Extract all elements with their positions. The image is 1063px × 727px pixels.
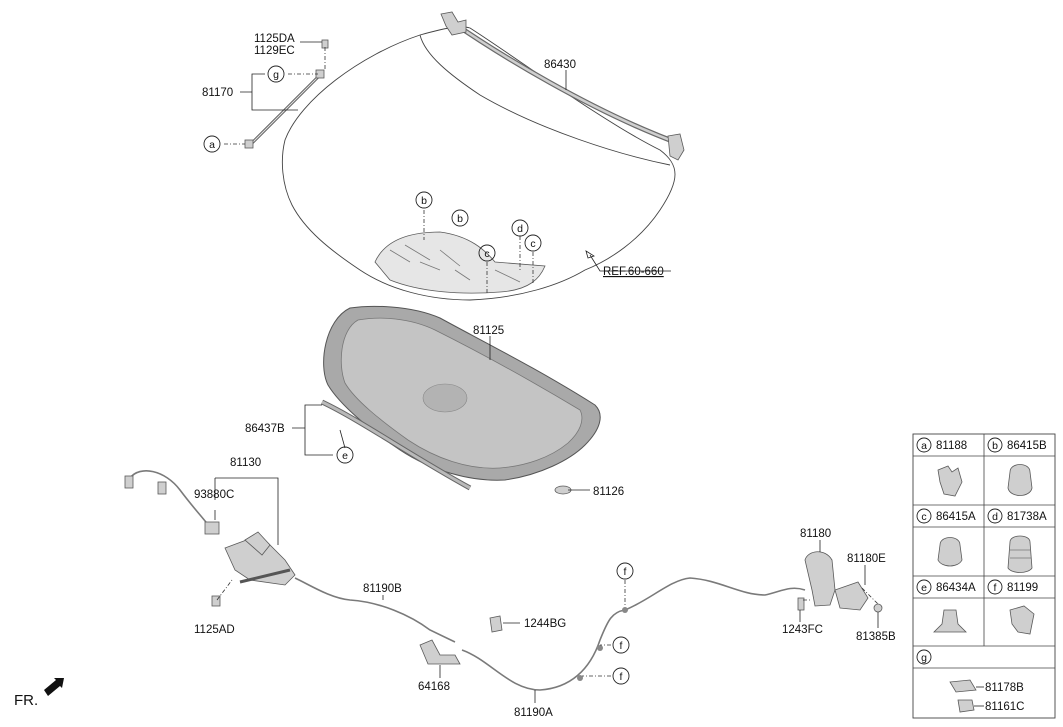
svg-text:a: a [921, 440, 927, 452]
callout-b-2: b [451, 209, 469, 227]
label-81125: 81125 [473, 325, 504, 337]
label-81170: 81170 [202, 87, 233, 99]
svg-text:81161C: 81161C [985, 701, 1024, 713]
svg-text:g: g [273, 69, 279, 81]
clip-1244BG [489, 615, 503, 633]
label-64168: 64168 [418, 681, 450, 693]
callout-f-2: f [612, 636, 630, 654]
label-81190A: 81190A [514, 707, 553, 719]
label-81130: 81130 [230, 457, 261, 469]
label-86430: 86430 [544, 59, 576, 71]
bracket-64168 [419, 639, 461, 665]
svg-text:c: c [921, 511, 926, 523]
front-arrow-icon [44, 678, 64, 696]
svg-text:d: d [992, 511, 998, 523]
label-1244BG: 1244BG [524, 618, 566, 630]
svg-text:86415A: 86415A [936, 511, 976, 523]
callout-f-1: f [616, 562, 634, 580]
svg-text:81178B: 81178B [985, 682, 1024, 694]
legend-cell-b: b 86415B [987, 437, 1047, 496]
svg-text:f: f [620, 640, 623, 652]
callout-d: d [511, 219, 529, 237]
svg-text:g: g [921, 652, 927, 664]
svg-text:a: a [209, 139, 215, 151]
hood-latch-81180 [797, 551, 883, 613]
svg-text:f: f [620, 671, 623, 683]
callout-c-1: c [478, 244, 496, 262]
legend-cell-d: d 81738A [987, 508, 1047, 573]
legend-cell-e: e 86434A [916, 579, 976, 633]
callout-g: g [267, 65, 285, 83]
svg-text:e: e [342, 450, 348, 462]
svg-text:81199: 81199 [1007, 582, 1038, 594]
label-front: FR. [14, 692, 38, 709]
label-81180E: 81180E [847, 553, 886, 565]
legend-cell-c: c 86415A [916, 508, 976, 567]
svg-text:86434A: 86434A [936, 582, 976, 594]
callout-c-2: c [524, 234, 542, 252]
label-1129EC: 1129EC [254, 45, 295, 57]
callout-e: e [336, 446, 354, 464]
svg-text:81738A: 81738A [1007, 511, 1047, 523]
release-cables [294, 577, 806, 691]
svg-text:b: b [992, 440, 998, 452]
svg-text:c: c [530, 238, 535, 250]
label-81385B: 81385B [856, 631, 896, 643]
legend-cell-a: a 81188 [916, 437, 967, 497]
legend-cell-f: f 81199 [987, 579, 1038, 635]
label-ref-60-660: REF.60-660 [603, 266, 664, 278]
callout-b-1: b [415, 191, 433, 209]
label-1125AD: 1125AD [194, 624, 235, 636]
label-81126: 81126 [593, 486, 624, 498]
callout-f-3: f [612, 667, 630, 685]
label-1125DA: 1125DA [254, 33, 295, 45]
legend-cell-g: g 81178B 81161C [916, 649, 1024, 713]
svg-text:86415B: 86415B [1007, 440, 1047, 452]
label-86437B: 86437B [245, 423, 285, 435]
svg-text:d: d [517, 223, 523, 235]
hood-seal-strip [440, 11, 685, 161]
label-81190B: 81190B [363, 583, 402, 595]
svg-text:f: f [624, 566, 627, 578]
callout-a: a [203, 135, 221, 153]
svg-text:e: e [921, 582, 927, 594]
svg-text:b: b [457, 213, 463, 225]
hood-insulator-pad [323, 305, 601, 481]
seal-strip-86437B [320, 399, 472, 491]
label-1243FC: 1243FC [782, 624, 823, 636]
svg-text:b: b [421, 195, 427, 207]
label-81180: 81180 [800, 528, 831, 540]
svg-text:c: c [484, 248, 489, 260]
hood-latch-release-81130 [124, 470, 296, 607]
label-93880C: 93880C [194, 489, 234, 501]
svg-text:f: f [994, 582, 997, 594]
legend-table: a 81188 b 86415B c 86415A d 81738A e [912, 433, 1056, 719]
hood-panel [281, 26, 676, 301]
svg-text:81188: 81188 [936, 440, 967, 452]
